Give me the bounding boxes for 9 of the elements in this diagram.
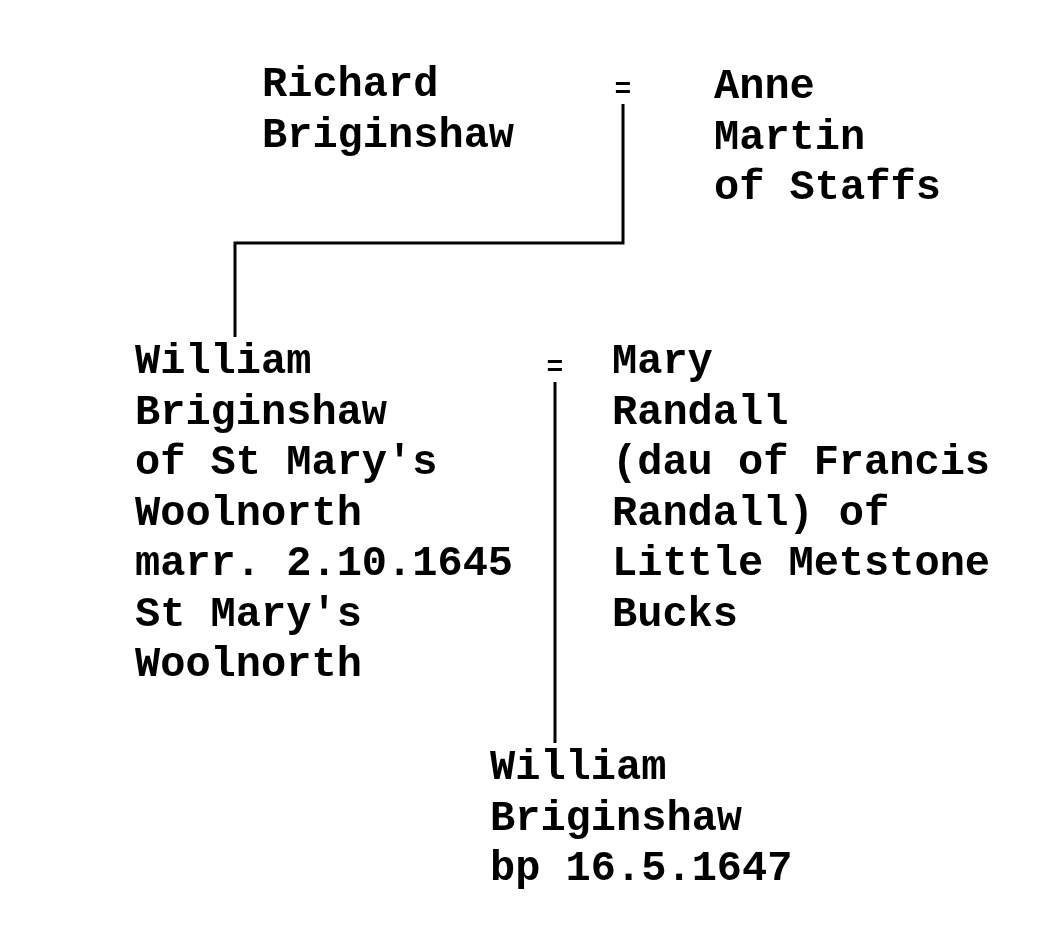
marriage-sign: = [541,354,569,382]
person-entry: William Briginshaw bp 16.5.1647 [490,743,793,895]
person-entry: Anne Martin of Staffs [714,62,941,214]
descent-line [553,382,557,743]
person-entry: William Briginshaw of St Mary's Woolnorth marr. 2.10.1645 St Mary's Woolnorth [135,337,514,691]
person-entry: Mary Randall (dau of Francis Randall) of Little Metstone Bucks [612,337,991,640]
marriage-sign: = [609,76,637,104]
descent-line [233,104,625,337]
person-entry: Richard Briginshaw [262,60,515,161]
